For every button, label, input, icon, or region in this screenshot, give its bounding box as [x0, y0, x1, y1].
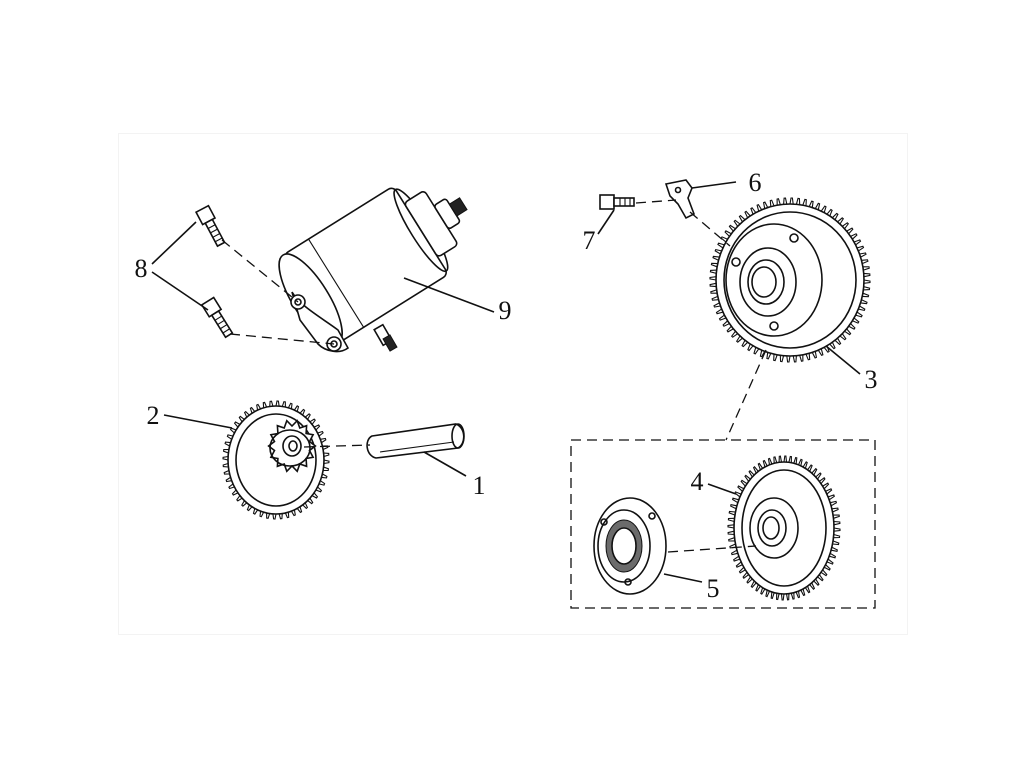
callout-4: 4 — [690, 467, 704, 496]
diagram-frame — [118, 133, 908, 635]
pinion-teeth — [267, 419, 317, 473]
dash-gear-to-box — [725, 349, 767, 441]
callout-7: 7 — [582, 226, 596, 255]
gear-teeth — [727, 455, 841, 601]
clutch-gear-drawing — [727, 455, 841, 601]
callout-3: 3 — [864, 365, 878, 394]
gear-teeth — [222, 400, 330, 520]
callout-6: 6 — [748, 168, 762, 197]
bolt-small-drawing — [599, 194, 635, 210]
dash-pin — [303, 444, 371, 448]
dash-bolt-small — [635, 199, 677, 204]
pin-drawing — [366, 423, 465, 459]
subassembly-box — [570, 439, 876, 609]
callout-5: 5 — [706, 574, 720, 603]
one-way-clutch-drawing — [593, 497, 667, 595]
bolt-upper — [194, 204, 226, 248]
gear-teeth — [709, 197, 871, 363]
starter-motor-drawing — [278, 187, 468, 353]
driven-gear-drawing — [709, 197, 871, 363]
bolt-lower — [200, 296, 234, 339]
callout-9: 9 — [498, 296, 512, 325]
plate-drawing — [664, 179, 696, 220]
callout-8: 8 — [134, 254, 148, 283]
dash-bolt-upper — [221, 239, 299, 303]
reduction-gear-drawing — [222, 400, 330, 520]
dash-bolt-lower — [229, 333, 335, 345]
dash-clutch — [667, 545, 757, 553]
leader-lines — [151, 181, 861, 583]
callout-2: 2 — [146, 401, 160, 430]
callout-1: 1 — [472, 471, 486, 500]
dash-plate — [689, 211, 731, 247]
